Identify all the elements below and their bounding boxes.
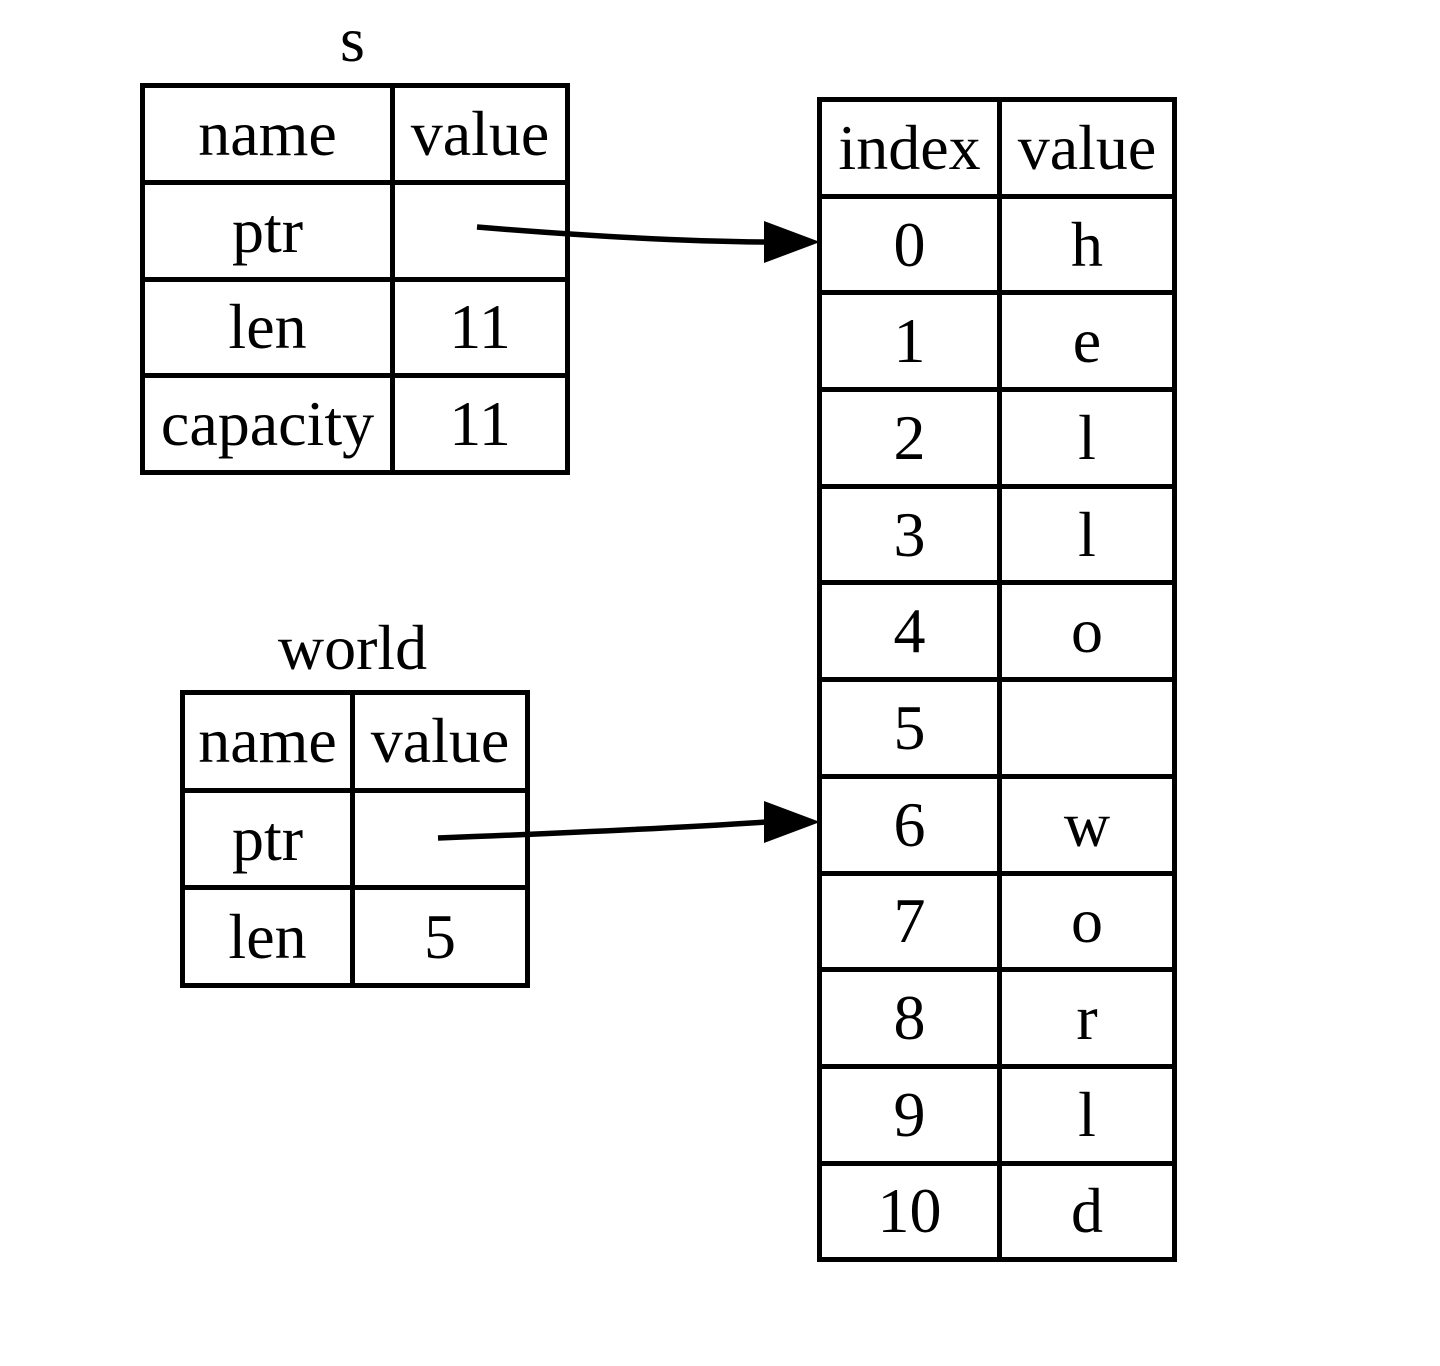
column-header-value: value <box>350 690 530 793</box>
table-row: 7 o <box>817 870 1177 973</box>
world-len-name-cell: len <box>180 885 355 989</box>
heap-index-cell: 1 <box>817 290 1002 393</box>
heap-index-cell: 7 <box>817 870 1002 973</box>
heap-index-cell: 0 <box>817 193 1002 296</box>
heap-value-cell: o <box>997 870 1177 973</box>
heap-index-cell: 3 <box>817 483 1002 586</box>
heap-index-cell: 8 <box>817 967 1002 1069</box>
table-row: len 5 <box>180 885 530 989</box>
heap-value-cell: d <box>997 1160 1177 1263</box>
column-header-value: value <box>390 83 570 185</box>
heap-value-cell: o <box>997 580 1177 683</box>
heap-value-cell: l <box>997 1063 1177 1166</box>
table-row: 9 l <box>817 1063 1177 1166</box>
heap-index-cell: 9 <box>817 1063 1002 1166</box>
column-header-value: value <box>997 97 1177 199</box>
table-row: 5 <box>817 677 1177 779</box>
s-struct-table: name value ptr len 11 capacity 11 <box>140 83 570 475</box>
world-ptr-value-cell <box>350 787 530 891</box>
s-capacity-value-cell: 11 <box>390 373 570 475</box>
table-row: 10 d <box>817 1160 1177 1263</box>
world-table-title: world <box>277 612 428 683</box>
heap-value-cell: l <box>997 483 1177 586</box>
arrowhead-icon <box>764 221 820 263</box>
heap-value-cell: h <box>997 193 1177 296</box>
s-len-name-cell: len <box>140 276 395 379</box>
heap-index-cell: 6 <box>817 773 1002 876</box>
column-header-index: index <box>817 97 1002 199</box>
table-row: 8 r <box>817 967 1177 1069</box>
world-ptr-name-cell: ptr <box>180 787 355 891</box>
heap-value-cell: l <box>997 387 1177 489</box>
heap-value-cell: w <box>997 773 1177 876</box>
arrowhead-icon <box>764 801 820 843</box>
table-row: ptr <box>180 787 530 891</box>
table-header-row: name value <box>140 83 570 185</box>
table-row: ptr <box>140 179 570 282</box>
s-table-title: s <box>340 4 365 75</box>
table-row: 1 e <box>817 290 1177 393</box>
s-capacity-name-cell: capacity <box>140 373 395 475</box>
heap-index-cell: 2 <box>817 387 1002 489</box>
world-len-value-cell: 5 <box>350 885 530 989</box>
table-row: 6 w <box>817 773 1177 876</box>
table-header-row: index value <box>817 97 1177 199</box>
table-row: 2 l <box>817 387 1177 489</box>
heap-value-cell: e <box>997 290 1177 393</box>
table-row: capacity 11 <box>140 373 570 475</box>
column-header-name: name <box>140 83 395 185</box>
s-ptr-value-cell <box>390 179 570 282</box>
table-row: len 11 <box>140 276 570 379</box>
column-header-name: name <box>180 690 355 793</box>
table-header-row: name value <box>180 690 530 793</box>
s-len-value-cell: 11 <box>390 276 570 379</box>
heap-index-cell: 4 <box>817 580 1002 683</box>
heap-value-cell <box>997 677 1177 779</box>
table-row: 4 o <box>817 580 1177 683</box>
table-row: 0 h <box>817 193 1177 296</box>
heap-value-cell: r <box>997 967 1177 1069</box>
heap-index-table: index value 0 h 1 e 2 l 3 l 4 o 5 6 w <box>817 97 1177 1263</box>
s-ptr-name-cell: ptr <box>140 179 395 282</box>
heap-index-cell: 5 <box>817 677 1002 779</box>
table-row: 3 l <box>817 483 1177 586</box>
heap-index-cell: 10 <box>817 1160 1002 1263</box>
world-slice-table: name value ptr len 5 <box>180 690 530 989</box>
